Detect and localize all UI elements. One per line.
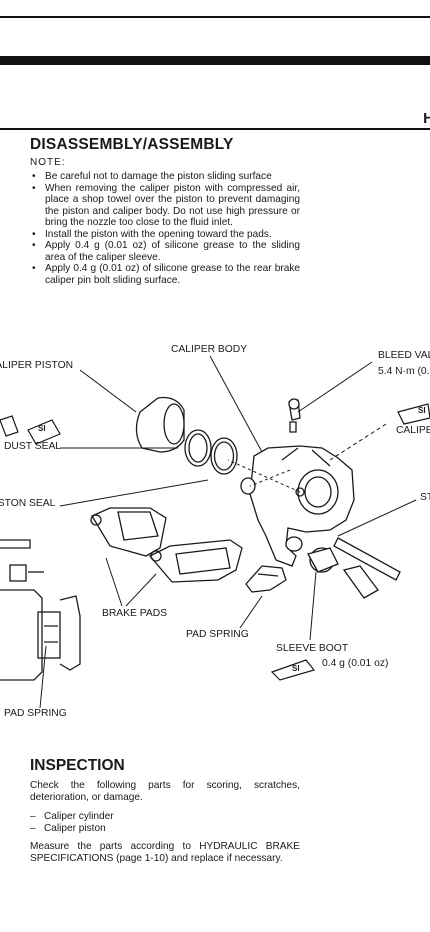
dust-seal-part [184,429,212,467]
section-rule [0,128,430,130]
note-item: Apply 0.4 g (0.01 oz) of silicone grease… [30,240,300,263]
disassembly-title: DISASSEMBLY/ASSEMBLY [30,136,234,153]
grease-si-left: SI [38,424,46,433]
label-pad-spring-left: PAD SPRING [4,708,67,719]
caliper-body-part [240,445,355,567]
brake-pad-left [90,507,167,557]
note-label: NOTE: [30,157,66,168]
note-item: When removing the caliper piston with co… [30,183,300,229]
top-rule [0,16,430,18]
label-bleed-torque: 5.4 N·m (0. [378,366,430,377]
label-dust-seal: DUST SEAL [4,441,62,452]
grease-symbol-left [0,415,61,445]
leader-lines [39,355,417,709]
caliper-exploded-diagram [0,355,430,709]
grease-symbol-right [397,403,430,425]
note-item: Install the piston with the opening towa… [30,229,300,241]
bleed-valve-part [288,398,301,433]
inspection-measure: Measure the parts according to HYDRAULIC… [30,841,300,864]
label-bleed-valve: BLEED VALVE [378,350,430,361]
label-piston-seal: PISTON SEAL [0,498,56,509]
inspection-item: Caliper piston [30,823,114,835]
label-caliper-body: CALIPER BODY [171,344,248,355]
inspection-item: Caliper cylinder [30,811,114,823]
brake-pad-right [148,539,243,583]
pad-spring-part [245,565,287,593]
piston-seal-part [210,437,238,475]
label-caliper-right: CALIPE [396,425,430,436]
section-corner-letter: H [423,110,430,127]
grease-si-right: SI [418,406,426,415]
header-bar [0,56,430,65]
label-pad-spring: PAD SPRING [186,629,249,640]
grease-symbol-bottom [270,659,316,681]
grease-si-bottom: SI [292,664,300,673]
note-list: Be careful not to damage the piston slid… [30,171,300,286]
label-grease-amount: 0.4 g (0.01 oz) [322,658,389,669]
note-item: Apply 0.4 g (0.01 oz) of silicone grease… [30,263,300,286]
label-brake-pads: BRAKE PADS [102,608,168,619]
left-bracket-assembly [0,539,81,681]
note-item: Be careful not to damage the piston slid… [30,171,300,183]
sleeve-boot-part [307,547,339,573]
inspection-items: Caliper cylinder Caliper piston [30,811,114,834]
label-caliper-piston: CALIPER PISTON [0,360,74,371]
label-sleeve-boot: SLEEVE BOOT [276,643,349,654]
inspection-intro: Check the following parts for scoring, s… [30,780,300,803]
pin-sleeve-part [333,537,401,599]
inspection-title: INSPECTION [30,757,125,774]
label-st-cut: ST [420,492,430,503]
caliper-piston-part [135,396,185,453]
